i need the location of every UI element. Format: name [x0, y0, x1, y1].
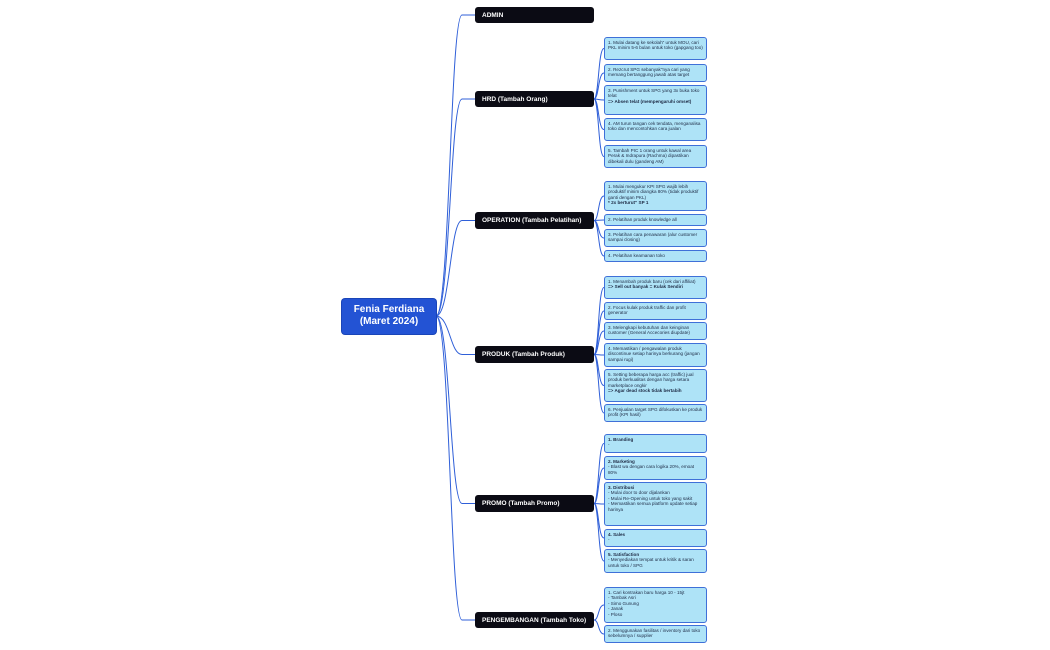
leaf-text: - Mulai Re-Opening untuk toko yang sakit [608, 495, 693, 501]
leaf-note[interactable]: 4. AM turun tangan cek tendata, menganal… [604, 118, 707, 141]
leaf-text: 1. Branding [608, 437, 634, 442]
leaf-text: - Tambak Asri [608, 595, 636, 601]
leaf-text: 5. Satisfaction [608, 552, 640, 557]
leaf-text: 3. Distribusi [608, 485, 635, 490]
connector-line [593, 98, 605, 101]
leaf-text: 3. Pelatihan cara penawaran (alur custom… [608, 232, 698, 243]
leaf-text: - [608, 442, 610, 448]
leaf-note[interactable]: 1. Mulai mengukur KPI SPG wajib lebih pr… [604, 181, 707, 211]
leaf-note[interactable]: 2. Marketing- Blast wa dengan cara logik… [604, 456, 707, 480]
connector-line [593, 195, 605, 221]
connector-line [593, 354, 605, 356]
connector-line [593, 354, 605, 386]
leaf-note[interactable]: 5. Tambah PIC 1 orang untuk kawal area P… [604, 145, 707, 168]
leaf-text: 3. Punishment untuk SPG yang 3x buka tok… [608, 88, 700, 99]
root-subtitle: (Maret 2024) [359, 316, 419, 327]
leaf-note[interactable]: 5. Satisfaction- Menyediakan tempat untu… [604, 549, 707, 573]
connector-line [435, 315, 475, 621]
branch-label: ADMIN [482, 11, 504, 19]
connector-line [593, 98, 605, 157]
leaf-note[interactable]: 2. Rezcrut SPG sebanyak"nya cari yang me… [604, 64, 707, 82]
leaf-note[interactable]: 1. Mulai datang ke sekolah" untuk MOU, c… [604, 37, 707, 60]
leaf-note[interactable]: 6. Penjualan target SPG difokuskan ke pr… [604, 404, 707, 422]
leaf-text: - Memastikan semua platform update setia… [608, 501, 698, 512]
leaf-note[interactable]: 1. Menambah produk baru (cek dari affili… [604, 276, 707, 299]
leaf-text: => Agar dead stock tidak bertabih [608, 388, 682, 394]
leaf-text: - Janak [608, 606, 624, 612]
connector-line [593, 443, 605, 504]
connector-line [435, 14, 475, 317]
branch-label: PRODUK (Tambah Produk) [482, 351, 565, 358]
connector-line [593, 287, 605, 355]
leaf-text: 2. Menggunakan fasilitas / inventory dar… [608, 628, 701, 639]
leaf-text: 6. Penjualan target SPG difokuskan ke pr… [608, 407, 703, 418]
leaf-text: - Ploso [608, 611, 623, 617]
leaf-text: - Mulai door to door dijalankan [608, 490, 670, 496]
leaf-note[interactable]: 4. Sales- [604, 529, 707, 547]
leaf-note[interactable]: 3. Pelatihan cara penawaran (alur custom… [604, 229, 707, 247]
leaf-note[interactable]: 2. Menggunakan fasilitas / inventory dar… [604, 625, 707, 643]
leaf-text: 5. Setting beberapa harga acc (traffic) … [608, 372, 694, 388]
branch-node[interactable]: HRD (Tambah Orang) [475, 91, 594, 107]
leaf-text: - [608, 537, 610, 543]
leaf-text: => Sell out banyak = Kulak Sendiri [608, 284, 683, 290]
branch-node[interactable]: ADMIN [475, 7, 594, 23]
connector-line [593, 503, 605, 562]
leaf-text: => Absen telat (mempengaruhi omset) [608, 98, 692, 104]
leaf-text: 2. Pelatihan produk knowledge all [608, 217, 677, 222]
leaf-text: - Menyediakan tempat untuk kritik & sara… [608, 557, 694, 568]
leaf-note[interactable]: 3. Distribusi- Mulai door to door dijala… [604, 482, 707, 526]
branch-label: PROMO (Tambah Promo) [482, 500, 560, 507]
leaf-text: 2. Focus kulak produk traffic dan profit… [608, 305, 686, 316]
connector-line [593, 48, 605, 100]
leaf-text: * 2x berturut" SP 1 [608, 200, 649, 206]
leaf-note[interactable]: 2. Focus kulak produk traffic dan profit… [604, 302, 707, 320]
leaf-note[interactable]: 2. Pelatihan produk knowledge all [604, 214, 707, 226]
branch-label: PENGEMBANGAN (Tambah Toko) [482, 616, 587, 624]
leaf-text: - Simo Gunung [608, 600, 639, 606]
connector-line [593, 467, 605, 504]
leaf-text: 4. AM turun tangan cek tendata, menganal… [608, 121, 701, 132]
connector-line [593, 354, 605, 414]
connector-line [593, 619, 605, 635]
connector-line [593, 72, 605, 100]
connector-line [435, 315, 475, 355]
leaf-text: 1. Cari kontrakan baru harga 10 - 15jt [608, 590, 685, 595]
leaf-note[interactable]: 4. Pelatihan keamanan toko [604, 250, 707, 262]
branch-node[interactable]: PENGEMBANGAN (Tambah Toko) [475, 612, 594, 628]
branch-node[interactable]: OPERATION (Tambah Pelatihan) [475, 212, 594, 229]
connector-line [435, 220, 475, 317]
connector-line [593, 98, 605, 130]
branch-label: OPERATION (Tambah Pelatihan) [482, 217, 582, 224]
leaf-text: 1. Mulai datang ke sekolah" untuk MOU, c… [608, 40, 703, 51]
leaf-text: 2. Rezcrut SPG sebanyak"nya cari yang me… [608, 67, 690, 78]
leaf-text: 2. Marketing [608, 459, 635, 464]
leaf-text: 1. Mulai mengukur KPI SPG wajib lebih pr… [608, 184, 699, 200]
leaf-text: 1. Menambah produk baru (cek dari affili… [608, 279, 696, 284]
leaf-note[interactable]: 4. Memastikan / pengawalan produk discon… [604, 343, 707, 367]
connector-line [593, 330, 605, 355]
leaf-note[interactable]: 1. Cari kontrakan baru harga 10 - 15jt- … [604, 587, 707, 623]
connector-line [593, 220, 605, 257]
connector-line [435, 315, 475, 504]
leaf-text: - Blast wa dengan cara logika 20%, emoat… [608, 464, 695, 475]
leaf-note[interactable]: 3. Melengkapi kebutuhan dan keinginan cu… [604, 322, 707, 340]
leaf-note[interactable]: 5. Setting beberapa harga acc (traffic) … [604, 369, 707, 402]
leaf-text: 4. Pelatihan keamanan toko [608, 253, 665, 258]
root-node[interactable]: Fenia Ferdiana (Maret 2024) [342, 299, 436, 334]
leaf-text: 5. Tambah PIC 1 orang untuk kawal area P… [608, 148, 692, 164]
leaf-text: 3. Melengkapi kebutuhan dan keinginan cu… [608, 325, 690, 336]
leaf-text: 4. Sales [608, 532, 626, 537]
connector-line [435, 98, 475, 317]
leaf-note[interactable]: 1. Branding- [604, 434, 707, 453]
connector-line [593, 219, 605, 221]
connector-line [593, 604, 605, 621]
leaf-note[interactable]: 3. Punishment untuk SPG yang 3x buka tok… [604, 85, 707, 115]
branch-node[interactable]: PRODUK (Tambah Produk) [475, 346, 594, 363]
branch-node[interactable]: PROMO (Tambah Promo) [475, 495, 594, 512]
root-title: Fenia Ferdiana [353, 304, 425, 315]
branch-label: HRD (Tambah Orang) [482, 95, 548, 103]
leaf-text: 4. Memastikan / pengawalan produk discon… [608, 346, 700, 362]
